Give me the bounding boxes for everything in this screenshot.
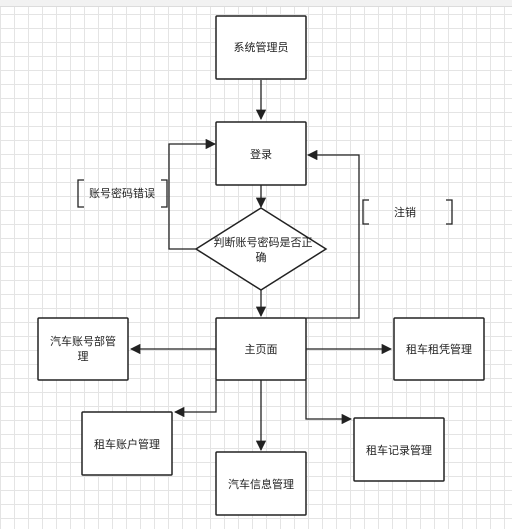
node-rental-record-label: 租车记录管理 [366, 443, 432, 457]
node-check-credentials: 判断账号密码是否正 确 [194, 207, 328, 291]
note-wrong-password-label: 账号密码错误 [89, 186, 155, 200]
node-check-label-line2: 确 [256, 251, 267, 264]
edge-main-logout-to-login [306, 149, 360, 319]
node-main-page-label: 主页面 [245, 343, 278, 356]
note-bracket-left [362, 199, 369, 225]
node-car-account: 汽车账号部管 理 [37, 317, 129, 381]
node-check-label-line1: 判断账号密码是否正 [214, 235, 313, 249]
node-sys-admin: 系统管理员 [215, 15, 307, 80]
node-rental-account-label: 租车账户管理 [94, 437, 160, 451]
node-rental-record: 租车记录管理 [353, 417, 445, 482]
edge-main-to-rental-account [173, 380, 217, 418]
node-login: 登录 [215, 121, 307, 186]
node-car-info: 汽车信息管理 [215, 451, 307, 516]
note-bracket-right [446, 199, 453, 225]
note-logout-label: 注销 [394, 205, 416, 219]
node-rental-voucher: 租车租凭管理 [393, 317, 485, 381]
node-main-page: 主页面 [215, 317, 307, 381]
note-wrong-password: 账号密码错误 [77, 179, 168, 208]
node-login-label: 登录 [250, 147, 272, 161]
node-sys-admin-label: 系统管理员 [234, 40, 289, 54]
note-bracket-right [161, 179, 168, 208]
node-car-account-label-line2: 理 [78, 350, 89, 363]
node-rental-voucher-label: 租车租凭管理 [406, 342, 472, 356]
edge-main-to-rental-record [305, 380, 353, 425]
node-rental-account: 租车账户管理 [81, 411, 173, 476]
note-bracket-left [77, 179, 84, 208]
node-car-info-label: 汽车信息管理 [228, 477, 294, 491]
node-car-account-label-line1: 汽车账号部管 [50, 334, 116, 348]
note-logout: 注销 [362, 199, 453, 225]
edges [129, 80, 393, 452]
canvas-top-bar [0, 0, 512, 7]
edge-check-fail-to-login [168, 138, 217, 250]
